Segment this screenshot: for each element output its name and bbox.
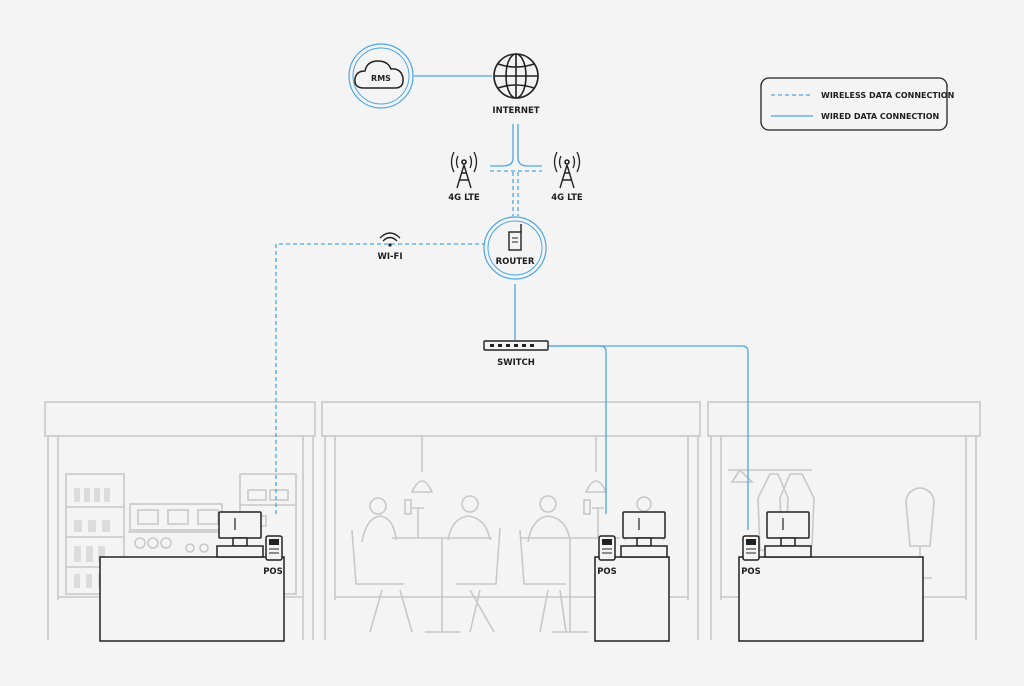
internet-label: INTERNET bbox=[492, 106, 539, 116]
lte-tower-left[interactable]: 4G LTE bbox=[448, 151, 480, 203]
lte-right-label: 4G LTE bbox=[551, 193, 583, 203]
legend-wired-label: WIRED DATA CONNECTION bbox=[821, 112, 939, 121]
pos-station-3[interactable]: POS bbox=[738, 511, 924, 642]
pos-terminal-icon bbox=[764, 511, 812, 558]
wifi-node: WI-FI bbox=[377, 232, 403, 262]
internet-node[interactable]: INTERNET bbox=[492, 53, 540, 116]
cell-tower-icon bbox=[450, 151, 478, 189]
card-reader-icon bbox=[265, 535, 283, 561]
card-reader-icon bbox=[742, 535, 760, 561]
legend-wireless-label: WIRELESS DATA CONNECTION bbox=[821, 91, 954, 100]
switch-icon bbox=[483, 340, 549, 351]
pos-station-2[interactable]: POS bbox=[594, 511, 670, 642]
wire-switch-store3 bbox=[548, 345, 749, 530]
wireless-wifi-store1 bbox=[275, 243, 486, 514]
lte-tower-right[interactable]: 4G LTE bbox=[551, 151, 583, 203]
router-icon bbox=[508, 224, 522, 251]
pos-station-1[interactable]: POS bbox=[99, 511, 285, 642]
wire-split-left bbox=[490, 157, 514, 167]
store-cafe bbox=[321, 401, 701, 640]
store-grocery bbox=[44, 401, 316, 640]
connections bbox=[275, 75, 749, 530]
cell-tower-icon bbox=[553, 151, 581, 189]
pos-2-label: POS bbox=[597, 567, 617, 577]
rms-label: RMS bbox=[371, 74, 391, 83]
router-node[interactable]: ROUTER bbox=[483, 216, 547, 280]
pos-counter bbox=[99, 556, 285, 642]
cloud-icon bbox=[354, 60, 404, 89]
wifi-icon bbox=[379, 232, 401, 247]
switch-node[interactable]: SWITCH bbox=[483, 340, 549, 368]
wire-switch-store2 bbox=[548, 345, 607, 514]
pos-3-label: POS bbox=[741, 567, 761, 577]
rms-node[interactable]: RMS bbox=[348, 43, 414, 109]
switch-label: SWITCH bbox=[497, 358, 535, 368]
wire-split-right bbox=[517, 157, 542, 167]
store-scenery bbox=[44, 401, 981, 640]
pos-counter bbox=[738, 556, 924, 642]
pos-1-label: POS bbox=[263, 567, 283, 577]
legend-box bbox=[760, 77, 948, 131]
pos-terminal-icon bbox=[216, 511, 264, 558]
router-label: ROUTER bbox=[496, 257, 535, 267]
pos-terminal-icon bbox=[620, 511, 668, 558]
card-reader-icon bbox=[598, 535, 616, 561]
lte-left-label: 4G LTE bbox=[448, 193, 480, 203]
legend: WIRELESS DATA CONNECTION WIRED DATA CONN… bbox=[760, 77, 954, 131]
wifi-label: WI-FI bbox=[377, 252, 402, 262]
globe-icon bbox=[493, 53, 539, 99]
